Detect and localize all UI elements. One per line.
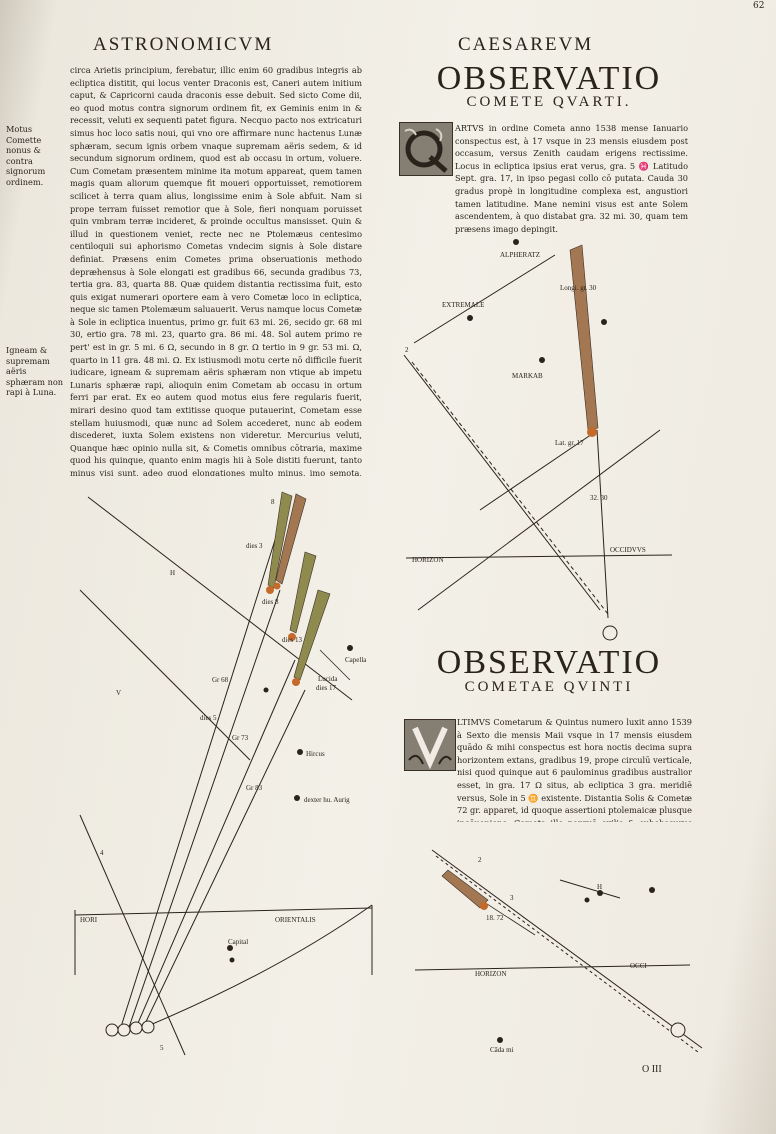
star-icons [227,239,655,1043]
right-running-head: CAESAREVM [458,34,594,55]
left-fig-star-3: dexter hu. Aurig [304,796,350,804]
left-fig-numeral-4: 4 [100,849,104,857]
obs4-markab: MARKAB [512,372,543,380]
left-fig-star-1: Capella [345,656,367,664]
obs4-numeral: 2 [405,346,409,354]
obs4-dist-label: 32. 30 [590,494,608,502]
margin-note-igneous-sphere: Igneam & supremam aëris sphæram non rapi… [6,345,64,397]
initial-q-woodcut [399,122,453,176]
obs5-subtitle: COMETAE QVINTI [464,679,634,695]
left-fig-arc-1: dies 5 [200,714,217,722]
sun-icons [105,625,686,1038]
comet-marks-left [266,491,331,686]
comet-mark-obs4 [569,244,599,437]
left-fig-orientalis: ORIENTALIS [275,916,316,924]
left-fig-arc-2: Gr 68 [212,676,229,684]
left-fig-axis-v: V [116,689,121,697]
left-fig-star-4: Capital [228,938,248,946]
left-fig-axis-h: H [170,569,175,577]
left-fig-comet-date-4: dies 17 [316,684,337,692]
obs4-alpheratz: ALPHERATZ [500,251,540,259]
obs5-body-text: LTIMVS Cometarum & Quintus numero luxit … [457,717,692,822]
obs5-title: OBSERVATIO [436,644,662,681]
initial-v-woodcut [404,719,456,771]
left-fig-arc-4: Gr 83 [246,784,263,792]
obs4-lat-label: Lat. gr. 17 [555,439,584,447]
obs5-star-label: Cāda mi [490,1046,514,1054]
obs5-arc-label: 18. 72 [486,914,504,922]
left-comet-diagram [74,496,373,1056]
initial-v-icon [405,720,455,770]
left-fig-comet-date-3: dies 13 [282,636,303,644]
left-fig-star-5: Lucida [318,675,338,683]
left-fig-numeral-5: 5 [160,1044,164,1052]
left-fig-comet-date-2: dies 8 [262,598,279,606]
obs4-body-text: ARTVS in ordine Cometa anno 1538 mense I… [455,123,688,234]
left-fig-arc-3: Gr 73 [232,734,249,742]
obs5-h-label: H [597,883,602,891]
left-fig-horizon: HORI [80,916,98,924]
obs5-numeral-2: 2 [478,856,482,864]
initial-q-icon [400,123,452,175]
obs5-diagram [414,849,703,1053]
left-fig-star-2: Hircus [306,750,325,758]
obs4-title: OBSERVATIO [436,60,662,97]
obs4-tail-label: Longi. gr. 30 [560,284,597,292]
obs5-horizon: HORIZON [475,970,507,978]
left-body-text: circa Arietis principium, ferebatur, ill… [70,65,362,476]
obs5-numeral-3: 3 [510,894,514,902]
obs4-diagram [403,254,673,619]
left-fig-top-numeral: 8 [271,498,275,506]
obs4-extremale: EXTREMALE [442,301,484,309]
left-running-head: ASTRONOMICVM [93,34,274,55]
left-fig-comet-date-1: dies 3 [246,542,263,550]
obs4-horizon: HORIZON [412,556,444,564]
obs4-occiduus: OCCIDVVS [610,546,646,554]
obs4-subtitle: COMETE QVARTI. [466,94,632,110]
page-number: 62 [753,1,765,11]
obs5-occi: OCCI [630,962,647,970]
comet-mark-obs5 [441,869,489,910]
obs5-roman: O III [642,1064,662,1075]
margin-note-comet-motion: Motus Comette nonus & contra signorum or… [6,124,46,187]
